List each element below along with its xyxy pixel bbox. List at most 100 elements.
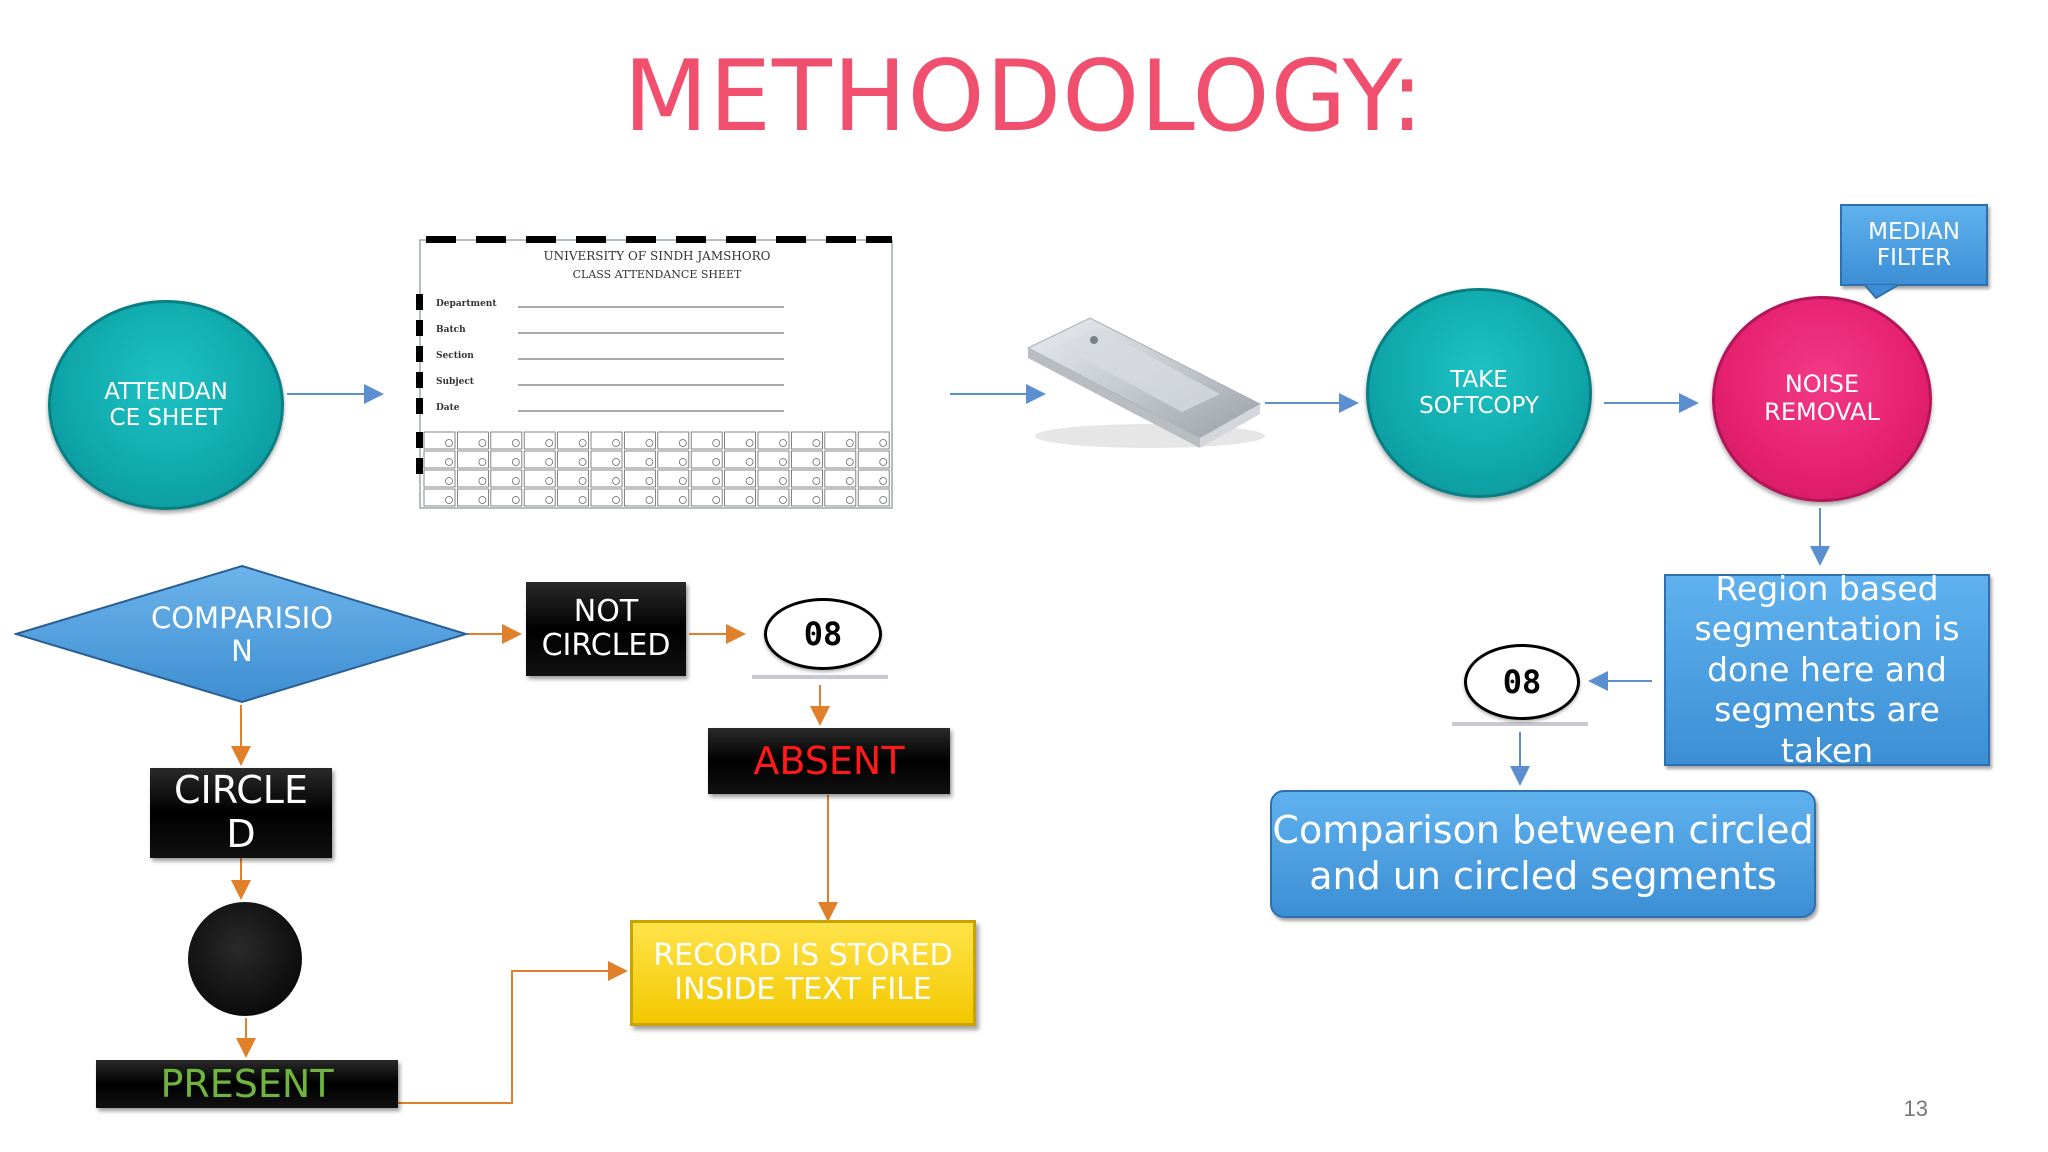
form-grid-cell <box>857 469 890 488</box>
form-grid-bubble <box>879 458 888 466</box>
form-grid-bubble <box>678 458 687 466</box>
form-grid-bubble <box>545 496 554 504</box>
form-grid-cell <box>790 450 823 469</box>
comparison-diamond <box>14 564 470 704</box>
form-grid-bubble <box>779 458 787 466</box>
form-grid-bubble <box>812 439 821 447</box>
form-grid-bubble <box>712 477 721 485</box>
sheet-university: UNIVERSITY OF SINDH JAMSHORO <box>543 249 770 263</box>
form-grid-bubble <box>578 458 587 466</box>
form-grid-bubble <box>445 477 453 485</box>
form-grid-bubble <box>745 458 754 466</box>
form-grid-cell <box>457 469 489 488</box>
form-grid-bubble <box>879 496 888 504</box>
attendance-form-image: UNIVERSITY OF SINDH JAMSHORO CLASS ATTEN… <box>416 236 893 509</box>
form-grid-bubble <box>578 477 587 485</box>
form-grid-cell <box>623 431 656 450</box>
form-grid-cell <box>490 450 523 469</box>
form-grid-bubble <box>612 477 620 485</box>
form-grid-cell <box>690 431 723 450</box>
form-grid-cell <box>623 488 656 507</box>
record-stored-box: RECORD IS STORED INSIDE TEXT FILE <box>630 920 976 1026</box>
sheet-heading: CLASS ATTENDANCE SHEET <box>573 268 742 281</box>
form-grid-bubble <box>545 439 554 447</box>
form-grid-bubble <box>478 496 487 504</box>
comparison-segments-box: Comparison between circled and un circle… <box>1270 790 1816 918</box>
form-grid-cell <box>857 450 890 469</box>
form-grid-bubble <box>678 496 687 504</box>
form-grid-cell <box>757 469 790 488</box>
form-grid-cell <box>724 488 757 507</box>
form-grid-cell <box>623 469 656 488</box>
form-grid-bubble <box>845 458 854 466</box>
attendance-sheet-node: ATTENDAN CE SHEET <box>48 300 284 510</box>
form-grid-bubble <box>511 477 520 485</box>
form-grid-bubble <box>511 496 520 504</box>
form-grid-cell <box>657 431 690 450</box>
form-grid-bubble <box>712 496 721 504</box>
form-grid-cell <box>457 431 489 450</box>
form-grid-bubble <box>812 458 821 466</box>
form-grid-bubble <box>478 477 487 485</box>
form-grid-cell <box>724 450 757 469</box>
circled-mark-right: 08 <box>1464 644 1580 720</box>
attendance-sheet-label: ATTENDAN CE SHEET <box>104 378 228 431</box>
circled-mark-left: 08 <box>764 598 882 670</box>
form-grid-bubble <box>779 439 787 447</box>
callout-pointer <box>1864 284 1902 300</box>
form-grid-cell <box>557 488 590 507</box>
median-filter-label: MEDIAN FILTER <box>1868 218 1960 271</box>
sheet-field-batch: Batch <box>436 325 466 335</box>
form-grid-bubble <box>445 458 453 466</box>
form-grid-bubble <box>445 439 453 447</box>
circled-mark-right-value: 08 <box>1502 663 1542 701</box>
form-grid-bubble <box>712 458 721 466</box>
form-grid-bubble <box>578 496 587 504</box>
page-title: METHODOLOGY: <box>623 40 1425 154</box>
form-grid-cell <box>423 450 456 469</box>
form-grid-cell <box>824 431 857 450</box>
form-grid-cell <box>757 431 790 450</box>
form-grid-bubble <box>545 477 554 485</box>
form-grid-bubble <box>578 439 587 447</box>
form-grid-cell <box>690 450 723 469</box>
form-grid-cell <box>824 488 857 507</box>
form-grid-bubble <box>779 496 787 504</box>
filled-circle-icon <box>188 902 302 1016</box>
form-grid-bubble <box>478 439 487 447</box>
form-grid-bubble <box>612 439 620 447</box>
form-grid-cell <box>690 488 723 507</box>
form-grid-bubble <box>678 439 687 447</box>
form-grid-cell <box>423 469 456 488</box>
form-grid-bubble <box>612 496 620 504</box>
form-grid-bubble <box>845 477 854 485</box>
form-grid-cell <box>790 431 823 450</box>
form-grid-bubble <box>879 439 888 447</box>
form-grid-bubble <box>645 477 654 485</box>
arrow-present-to-record <box>398 961 628 1104</box>
form-grid-cell <box>623 450 656 469</box>
form-grid-cell <box>557 450 590 469</box>
form-grid-bubble <box>645 458 654 466</box>
form-grid-cell <box>857 431 890 450</box>
form-grid-cell <box>457 450 489 469</box>
sheet-field-subject: Subject <box>436 377 475 387</box>
form-grid-cell <box>523 469 556 488</box>
form-grid-cell <box>557 431 590 450</box>
form-grid-bubble <box>678 477 687 485</box>
form-grid-cell <box>523 488 556 507</box>
circled-mark-left-value: 08 <box>803 615 843 653</box>
page-number: 13 <box>1903 1096 1928 1121</box>
circled-box: CIRCLE D <box>150 768 332 858</box>
form-grid-bubble <box>545 458 554 466</box>
form-grid-bubble <box>478 458 487 466</box>
sheet-field-date: Date <box>436 403 460 413</box>
sheet-field-department: Department <box>436 299 497 309</box>
form-grid-cell <box>757 450 790 469</box>
form-grid-bubble <box>779 477 787 485</box>
form-grid-bubble <box>812 496 821 504</box>
absent-label: ABSENT <box>753 739 905 783</box>
form-grid-bubble <box>745 477 754 485</box>
form-grid-cell <box>490 431 523 450</box>
form-grid-cell <box>457 488 489 507</box>
